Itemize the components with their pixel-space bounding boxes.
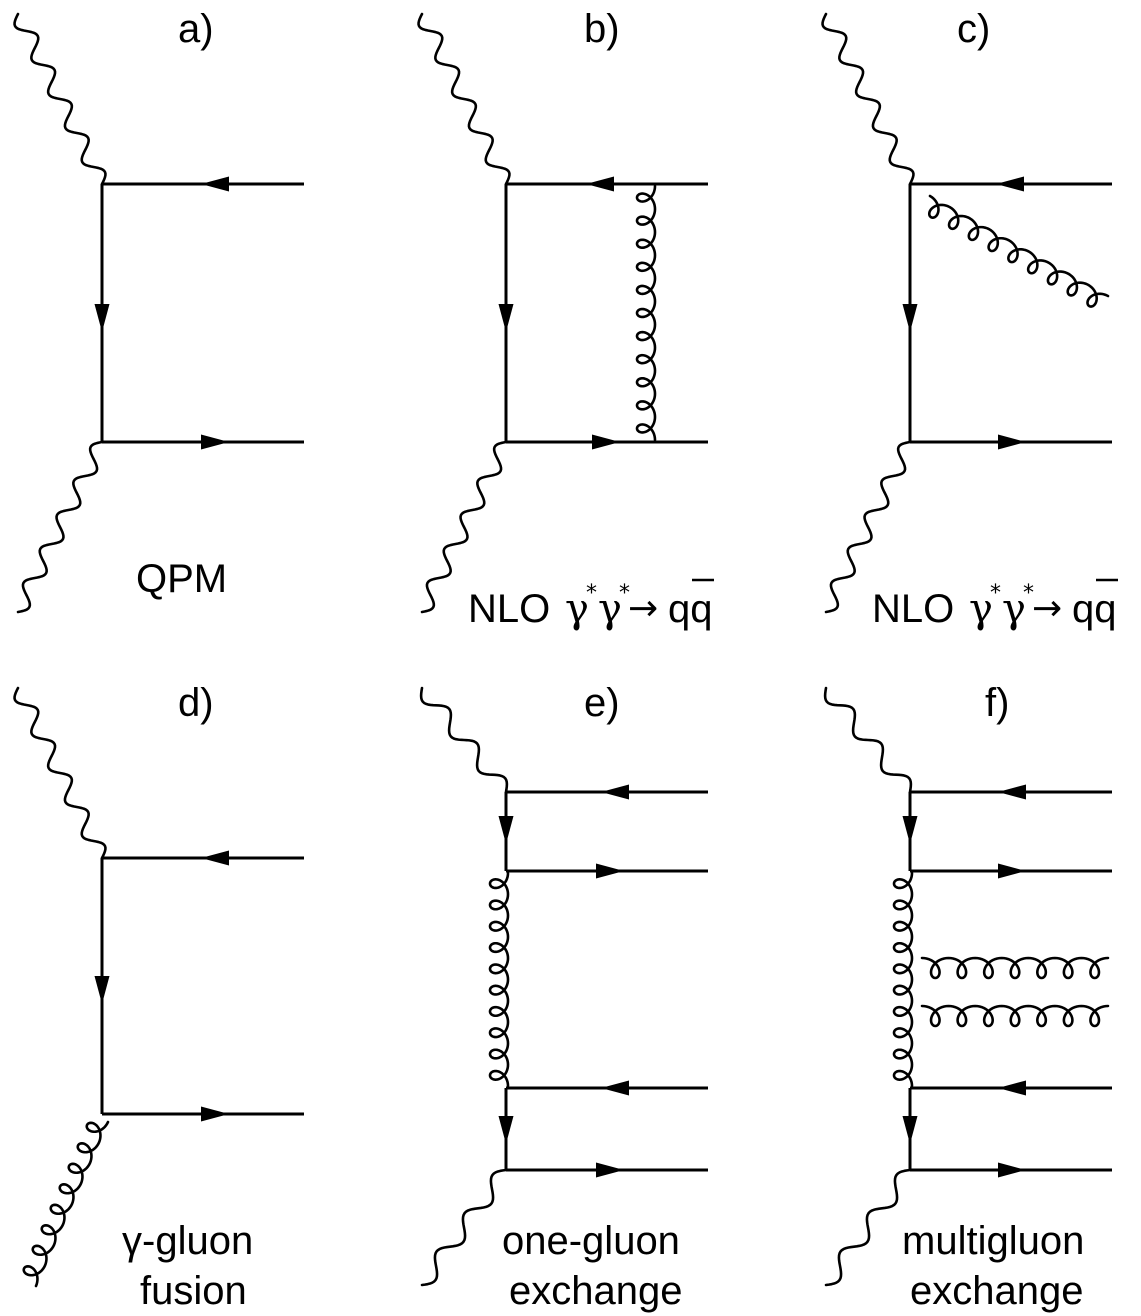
photon-upper	[419, 686, 509, 794]
panel-b-caption-qq: qq	[668, 587, 713, 631]
panel-a-caption: QPM	[136, 557, 227, 601]
photon-upper	[821, 12, 915, 186]
arrow-top	[586, 176, 614, 192]
panel-d-gamma-gluon-fusion: d) γ-gluon fusion	[13, 681, 304, 1313]
panel-b-caption-gamma1: γ	[565, 586, 589, 632]
arrow-bottom	[201, 1106, 229, 1122]
panel-c-nlo-real: c) NLO γ * γ * → qq	[821, 7, 1118, 632]
arrow-vertical	[94, 976, 110, 1004]
gluon-emitted-2	[920, 1004, 1110, 1028]
arrow-1	[998, 784, 1026, 800]
arrow-propagator-lower	[902, 1116, 918, 1144]
arrow-bottom	[201, 434, 229, 450]
photon-lower	[824, 440, 912, 614]
arrow-2	[596, 863, 624, 879]
panel-c-caption-star2: *	[1023, 581, 1034, 606]
panel-f-caption-line2: exchange	[910, 1269, 1083, 1313]
gluon-incoming	[22, 1120, 110, 1288]
panel-a-qpm: a) QPM	[13, 7, 304, 614]
panel-b-nlo-virtual: b) NLO γ * γ * → qq	[417, 7, 714, 632]
photon-upper	[13, 12, 107, 186]
arrow-top	[201, 176, 229, 192]
panel-c-caption: NLO γ * γ * → qq	[872, 578, 1118, 632]
arrow-4	[596, 1162, 624, 1178]
panel-c-caption-gamma2: γ	[1002, 586, 1026, 632]
panel-a-tag: a)	[178, 7, 214, 51]
arrow-2	[998, 863, 1026, 879]
arrow-vertical	[902, 304, 918, 332]
panel-b-caption-star2: *	[619, 581, 630, 606]
photon-lower	[420, 440, 508, 614]
gluon-emitted	[927, 194, 1110, 308]
arrow-vertical	[498, 304, 514, 332]
photon-lower	[824, 1168, 912, 1287]
photon-upper	[417, 12, 511, 186]
gluon-exchange	[892, 871, 914, 1088]
panel-b-caption-star1: *	[586, 581, 597, 606]
photon-upper	[823, 686, 913, 794]
panel-c-caption-prefix: NLO	[872, 587, 954, 631]
panel-c-caption-gamma1: γ	[969, 586, 993, 632]
panel-c-caption-arrow: →	[1032, 588, 1062, 629]
panel-c-tag: c)	[957, 7, 990, 51]
arrow-top	[201, 850, 229, 866]
panel-f-caption-line1: multigluon	[902, 1219, 1084, 1263]
panel-d-caption-line1: γ-gluon	[122, 1219, 253, 1263]
arrow-top	[996, 176, 1024, 192]
panel-b-caption-prefix: NLO	[468, 587, 550, 631]
panel-d-caption-line2: fusion	[140, 1269, 247, 1313]
arrow-propagator-upper	[902, 816, 918, 844]
panel-e-one-gluon-exchange: e) one-gluon exchange	[419, 681, 708, 1313]
gluon-exchange	[488, 871, 510, 1088]
panel-e-caption-line2: exchange	[509, 1269, 682, 1313]
gluon-virtual	[635, 184, 657, 442]
arrow-3	[601, 1080, 629, 1096]
panel-c-caption-star1: *	[990, 581, 1001, 606]
panel-e-tag: e)	[584, 681, 620, 725]
arrow-3	[998, 1080, 1026, 1096]
panel-b-caption: NLO γ * γ * → qq	[468, 578, 714, 632]
panel-c-caption-qq: qq	[1072, 587, 1117, 631]
panel-f-tag: f)	[985, 681, 1009, 725]
arrow-propagator-lower	[498, 1116, 514, 1144]
panel-d-tag: d)	[178, 681, 214, 725]
panel-b-tag: b)	[584, 7, 620, 51]
panel-b-caption-arrow: →	[628, 588, 658, 629]
arrow-propagator-upper	[498, 816, 514, 844]
arrow-1	[601, 784, 629, 800]
gluon-emitted-1	[920, 956, 1110, 980]
panel-b-caption-gamma2: γ	[598, 586, 622, 632]
arrow-vertical	[94, 304, 110, 332]
panel-f-multigluon-exchange: f) multigluon exchange	[823, 681, 1112, 1313]
photon-lower	[420, 1168, 508, 1287]
panel-e-caption-line1: one-gluon	[502, 1219, 680, 1263]
arrow-bottom	[998, 434, 1026, 450]
arrow-4	[998, 1162, 1026, 1178]
photon-lower	[16, 440, 104, 614]
arrow-bottom	[592, 434, 620, 450]
photon-upper	[13, 686, 107, 860]
